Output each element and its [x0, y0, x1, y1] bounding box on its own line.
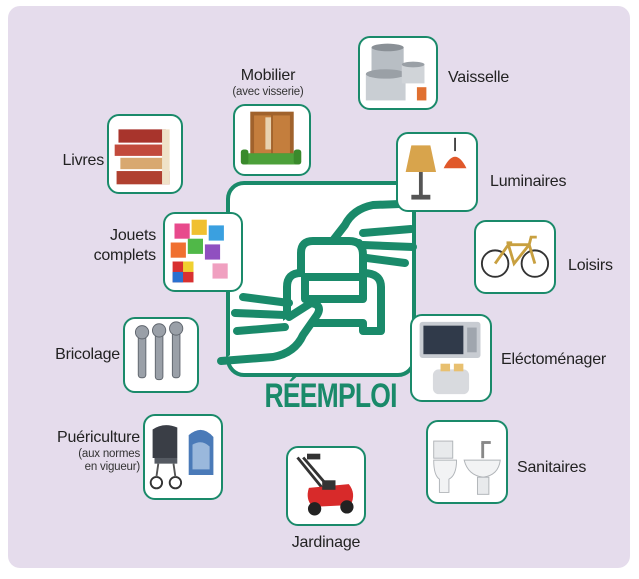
note-mobilier: (avec visserie): [232, 86, 304, 98]
toy-blocks-icon: [170, 219, 228, 283]
label-jouets-line2: complets: [93, 247, 157, 264]
center-title: RÉEMPLOI: [264, 377, 397, 415]
label-electromenager: Eléctoménager: [501, 351, 607, 368]
note-puericulture-line1: (aux normes: [78, 448, 140, 460]
tile-sanitaires: [426, 420, 508, 504]
tile-vaisselle: [358, 36, 438, 110]
tile-puericulture: [143, 414, 223, 500]
tile-livres: [107, 114, 183, 194]
tile-mobilier: [233, 104, 311, 176]
microwave-toaster-icon: [419, 321, 481, 395]
toilet-sink-icon: [433, 440, 501, 495]
tile-loisirs: [474, 220, 556, 294]
label-loisirs: Loisirs: [568, 257, 613, 274]
label-jouets-line1: Jouets: [110, 227, 156, 244]
label-jardinage: Jardinage: [291, 534, 361, 551]
lamps-icon: [405, 137, 467, 200]
lawnmower-icon: [296, 453, 354, 516]
books-icon: [114, 129, 170, 185]
label-puericulture: Puériculture: [57, 429, 140, 446]
stroller-carseat-icon: [149, 425, 214, 490]
label-livres: Livres: [62, 152, 105, 169]
tile-jouets: [163, 212, 243, 292]
label-mobilier: Mobilier: [240, 67, 296, 84]
label-bricolage: Bricolage: [55, 346, 120, 363]
label-luminaires: Luminaires: [490, 173, 567, 190]
label-sanitaires: Sanitaires: [517, 459, 587, 476]
recycle-hands-sofa-icon: [217, 199, 429, 365]
bicycle-icon: [480, 235, 550, 278]
label-vaisselle: Vaisselle: [448, 69, 510, 86]
wardrobe-sofa-icon: [240, 111, 302, 165]
note-puericulture-line2: en vigueur): [84, 461, 141, 473]
tile-jardinage: [286, 446, 366, 526]
tile-bricolage: [123, 317, 199, 393]
diagram-background: RÉEMPLOI Mobilier (avec visserie) Vaisse…: [8, 6, 630, 568]
tile-electromenager: [410, 314, 492, 402]
cooking-pots-icon: [365, 43, 427, 101]
wrenches-icon: [134, 321, 184, 381]
tile-luminaires: [396, 132, 478, 212]
